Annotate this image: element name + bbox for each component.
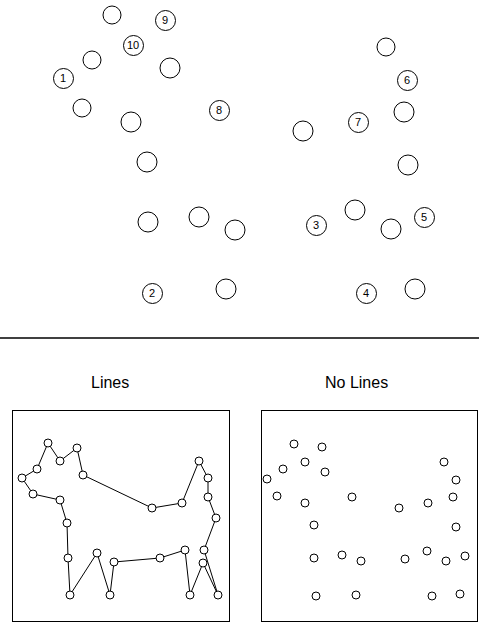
callout-circle: 4 [356,283,377,304]
callout-number: 1 [60,73,66,84]
callout-number: 2 [149,288,155,299]
callout-number: 9 [162,15,168,26]
callout-number: 5 [421,212,427,223]
callout-number: 6 [404,75,410,86]
callout-circle: 9 [155,10,176,31]
callout-circle: 2 [142,283,163,304]
callout-circle: 5 [414,207,435,228]
callout-number: 8 [216,105,222,116]
callout-circle: 6 [397,70,418,91]
callout-circle: 3 [306,215,327,236]
callout-circle: 7 [348,112,369,133]
callout-circle: 8 [209,100,230,121]
callout-circle: 10 [123,35,144,56]
callout-number: 10 [127,40,139,51]
panel-heading: Lines [91,373,129,392]
callout-circle: 1 [53,68,74,89]
callout-number: 7 [355,117,361,128]
callout-number: 3 [313,220,319,231]
panel-heading: No Lines [325,373,388,392]
callout-number: 4 [363,288,369,299]
